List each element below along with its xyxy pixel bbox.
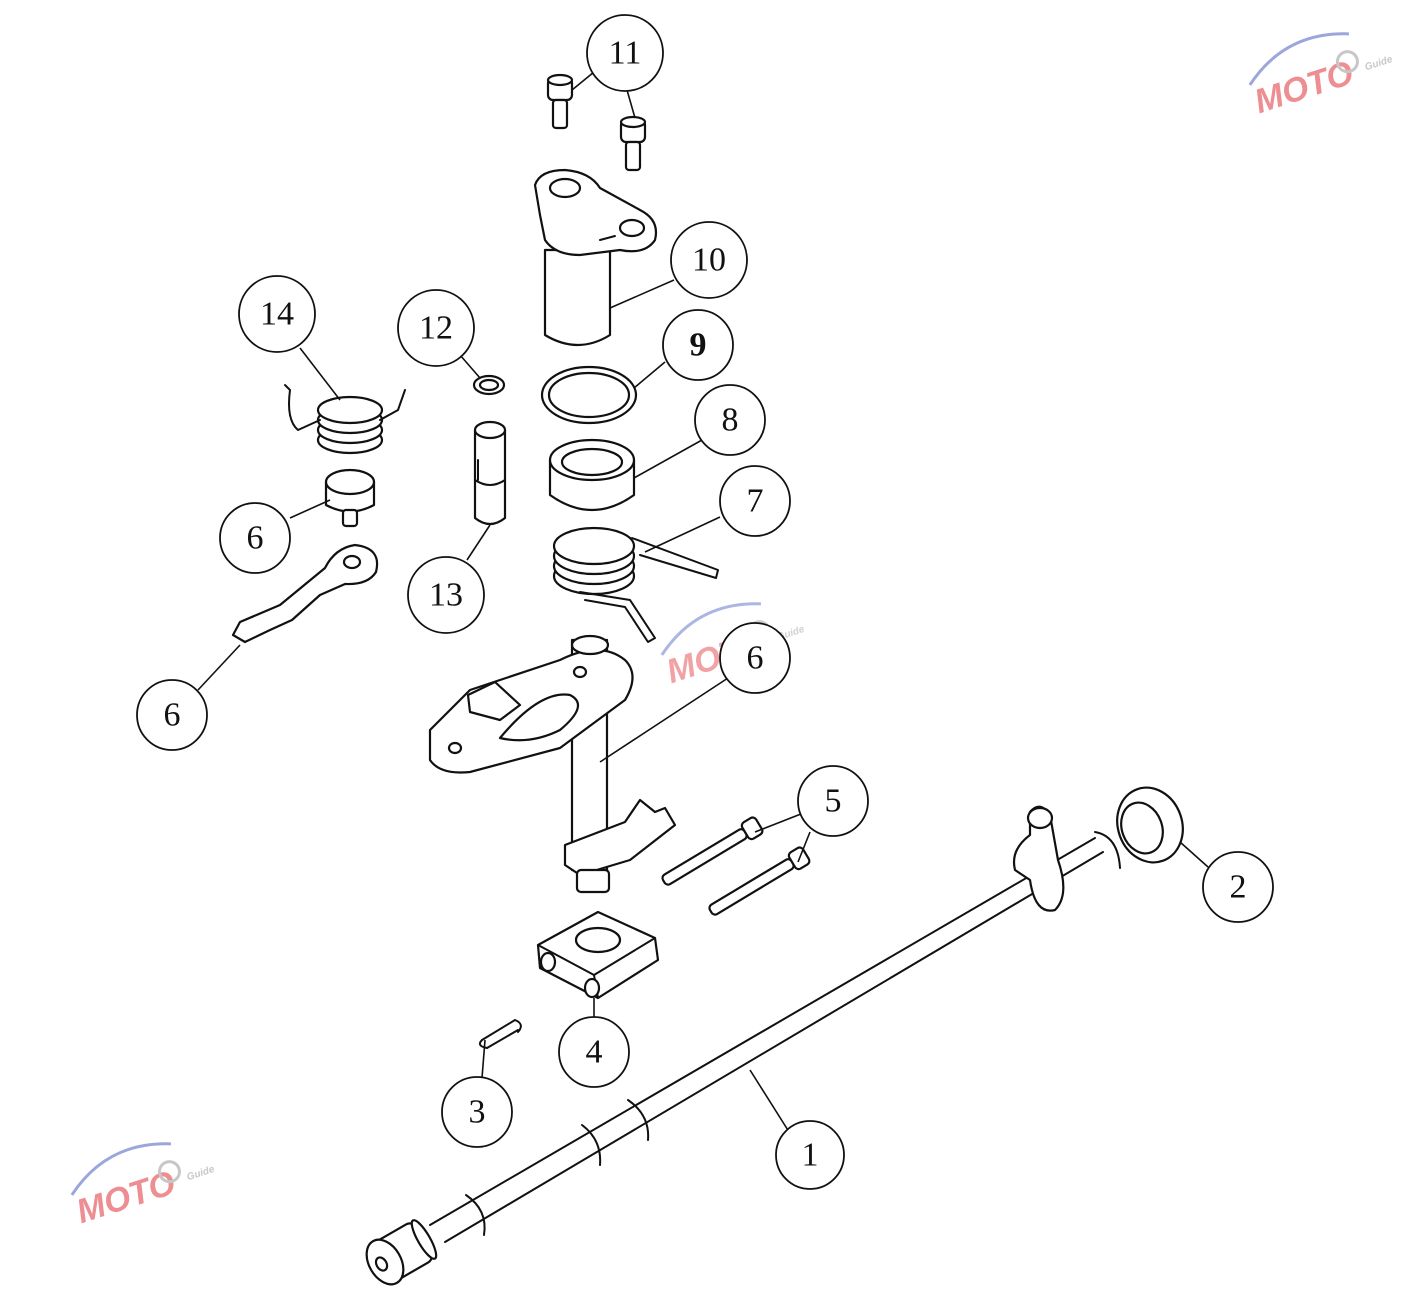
svg-text:3: 3 <box>469 1094 486 1131</box>
callout-6-stopper-arm: 6 <box>136 679 208 751</box>
callout-10: 10 <box>670 221 748 299</box>
svg-text:9: 9 <box>690 327 707 364</box>
callout-3: 3 <box>441 1076 513 1148</box>
watermark-logo-top-right: MOTO Guide <box>1248 32 1395 121</box>
part-o-ring <box>540 365 638 425</box>
part-stopper-arm <box>231 543 379 644</box>
part-small-o-ring <box>472 374 506 396</box>
svg-text:6: 6 <box>247 520 264 557</box>
svg-text:5: 5 <box>825 783 842 820</box>
svg-text:8: 8 <box>722 402 739 439</box>
svg-text:2: 2 <box>1230 869 1247 906</box>
svg-text:13: 13 <box>429 577 463 614</box>
svg-text:10: 10 <box>692 242 726 279</box>
callout-11: 11 <box>586 14 664 92</box>
svg-text:7: 7 <box>747 483 764 520</box>
svg-text:Guide: Guide <box>186 1164 217 1183</box>
part-spring-pin <box>478 1019 522 1049</box>
part-shift-arm-assembly <box>428 634 677 894</box>
watermark-logo-bottom-left: MOTO Guide <box>70 1142 217 1231</box>
part-bracket-housing <box>533 168 658 346</box>
callout-7: 7 <box>719 465 791 537</box>
svg-text:Guide: Guide <box>1364 54 1395 73</box>
callout-9: 9 <box>662 309 734 381</box>
callout-2: 2 <box>1202 851 1274 923</box>
callout-6-shift-arm: 6 <box>719 622 791 694</box>
svg-text:14: 14 <box>260 296 294 333</box>
callout-13: 13 <box>407 556 485 634</box>
callout-14: 14 <box>238 275 316 353</box>
part-washer <box>1116 786 1184 864</box>
svg-text:6: 6 <box>747 640 764 677</box>
callout-1: 1 <box>775 1120 845 1190</box>
part-bolts <box>661 816 811 916</box>
part-guide-block <box>536 910 660 1000</box>
svg-text:12: 12 <box>419 310 453 347</box>
svg-text:11: 11 <box>609 35 642 72</box>
callout-12: 12 <box>397 289 475 367</box>
part-cap-screws <box>546 73 647 172</box>
part-dowel-pin <box>473 420 507 526</box>
callout-4: 4 <box>558 1016 630 1088</box>
part-collar <box>548 438 636 512</box>
part-roller <box>324 468 376 528</box>
part-return-spring <box>552 526 719 643</box>
callout-8: 8 <box>694 384 766 456</box>
svg-text:6: 6 <box>164 697 181 734</box>
part-torsion-spring <box>284 384 406 455</box>
callout-5: 5 <box>797 765 869 837</box>
part-shift-shaft <box>365 805 1121 1286</box>
svg-text:1: 1 <box>802 1137 819 1174</box>
svg-text:4: 4 <box>586 1034 603 1071</box>
callout-6-roller: 6 <box>219 502 291 574</box>
leader-lines <box>197 71 1209 1136</box>
